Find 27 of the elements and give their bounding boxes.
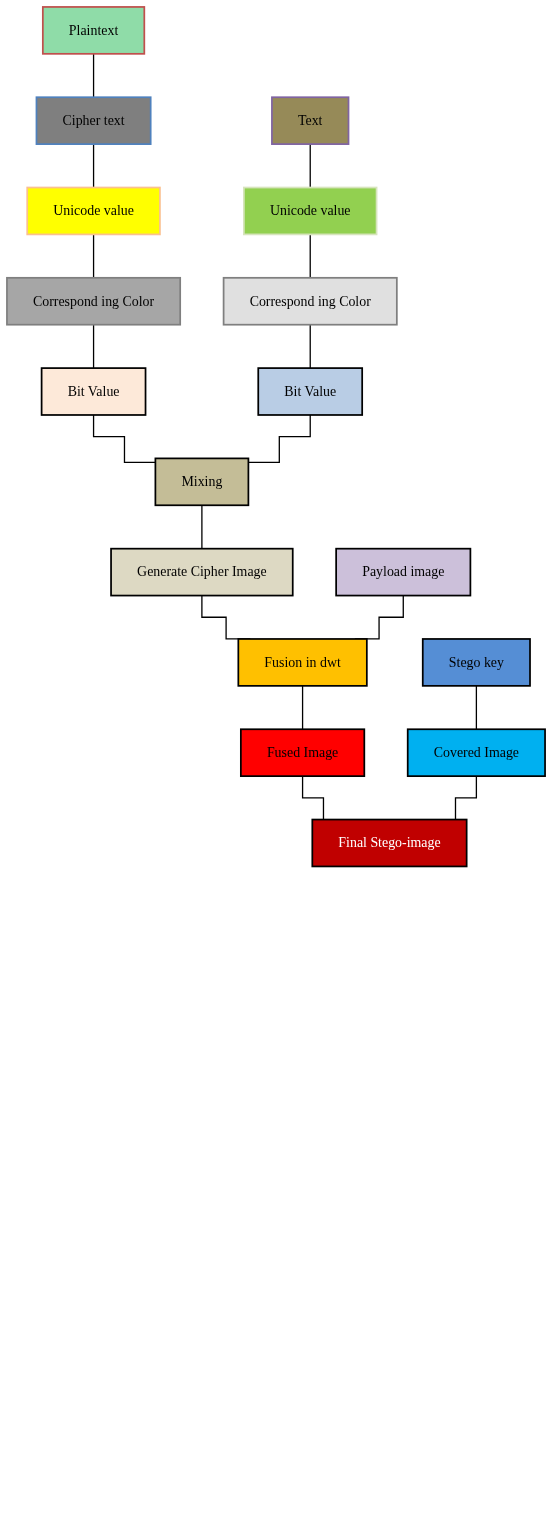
node-box: Mixing (154, 457, 250, 507)
node-box: Unicode value (243, 186, 378, 236)
node-box: Bit Value (257, 367, 364, 416)
node-box: Fusion in dwt (237, 638, 368, 687)
node-box: Unicode value (26, 186, 161, 236)
connector (309, 143, 311, 189)
connector (301, 685, 304, 730)
connector (309, 233, 311, 279)
connector (92, 233, 95, 279)
connector (92, 324, 95, 369)
connector (475, 685, 478, 730)
node-box: Generate Cipher Image (110, 547, 294, 597)
connector (92, 143, 95, 189)
node-box: Final Stego-image (311, 818, 468, 868)
node-box: Plaintext (41, 6, 146, 55)
node-box: Text (271, 96, 350, 145)
connector (201, 504, 203, 550)
node-box: Bit Value (40, 367, 147, 416)
connector (309, 324, 311, 369)
node-box: Fused Image (240, 728, 366, 777)
node-box: Stego key (421, 638, 531, 687)
node-box: Correspond ing Color (222, 276, 398, 326)
node-box: Payload image (335, 547, 472, 597)
connector (92, 53, 95, 98)
node-box: Cipher text (35, 96, 152, 145)
node-box: Covered Image (406, 728, 546, 777)
node-box: Correspond ing Color (6, 276, 182, 326)
